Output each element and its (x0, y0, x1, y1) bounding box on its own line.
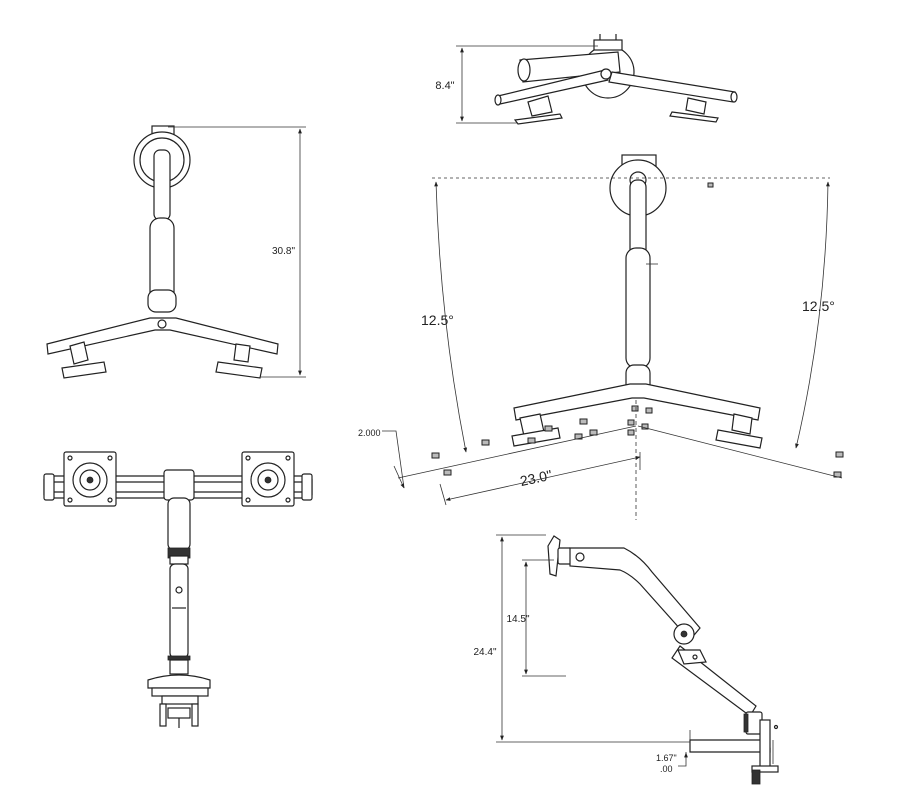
offset-label: 2.000 (358, 428, 381, 438)
span-label: 23.0" (519, 467, 554, 489)
vesa-plate-left (63, 451, 117, 507)
height-front-label: 30.8" (272, 246, 295, 257)
clamp-label: 1.67" (656, 753, 677, 763)
clamp-min-label: .00 (660, 764, 673, 774)
front-view: 30.8" (46, 125, 306, 379)
height-side-label: 24.4" (473, 647, 496, 658)
small-markers (431, 182, 844, 478)
top-view: 8.4" (435, 34, 738, 125)
depth-label: 8.4" (435, 80, 454, 92)
side-view: 24.4" 14.5" 1.67" .00 (473, 534, 779, 785)
reach-label: 14.5" (506, 614, 529, 625)
angle-left-label: 12.5° (421, 312, 454, 328)
rear-view (43, 451, 313, 728)
angle-right-label: 12.5° (802, 298, 835, 314)
top-view-arm (494, 34, 738, 125)
vesa-plate-right (241, 451, 295, 507)
plan-view: 12.5° 12.5° 23.0" 2.000 (358, 154, 844, 520)
